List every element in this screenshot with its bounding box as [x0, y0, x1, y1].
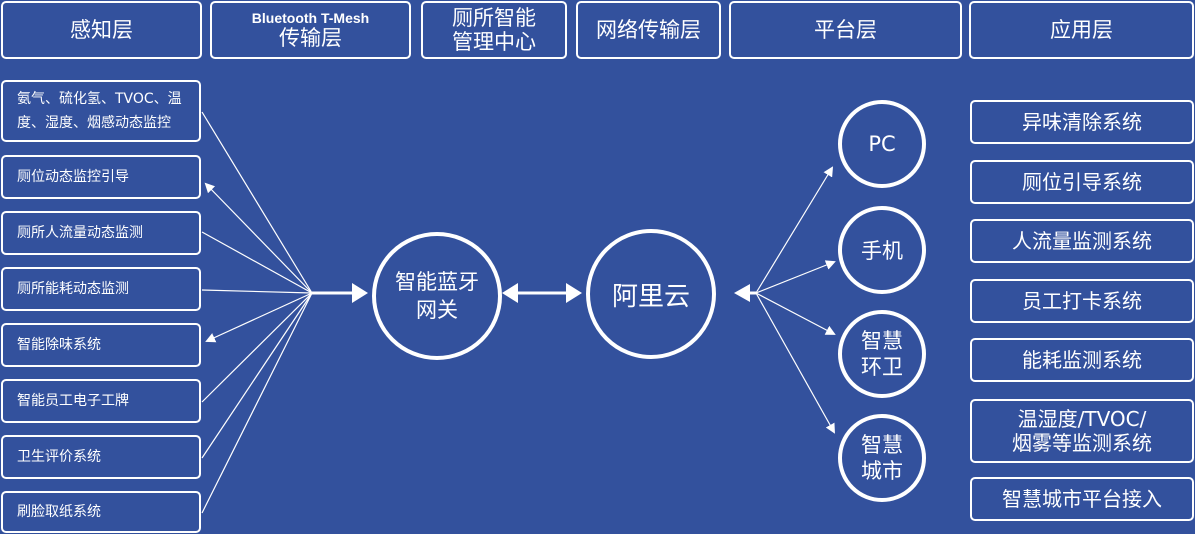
arrow-to-cloud-head [734, 284, 750, 302]
platform-sanitation-circle: 智慧 环卫 [838, 310, 926, 398]
sensor-text: 智能除味系统 [17, 337, 101, 353]
link-sensor-3 [201, 231, 313, 294]
sensor-text-line2: 度、湿度、烟感动态监控 [17, 115, 171, 131]
header-network-layer: 网络传输层 [576, 1, 721, 59]
sensor-text: 厕所能耗动态监测 [17, 281, 129, 297]
link-sensor-1 [201, 111, 313, 294]
link-sensor-7 [201, 292, 313, 459]
sensor-box-hygiene-rating: 卫生评价系统 [1, 435, 201, 479]
sensor-box-staff-badge: 智能员工电子工牌 [1, 379, 201, 423]
sensor-text: 智能员工电子工牌 [17, 393, 129, 409]
link-platform-pc [755, 166, 834, 294]
cloud-label: 阿里云 [611, 281, 690, 312]
link-platform-sanitation [755, 292, 836, 335]
app-text: 能耗监测系统 [1022, 348, 1142, 372]
header-perception-label: 感知层 [70, 18, 133, 42]
platform-city-label: 智慧 城市 [861, 433, 903, 483]
sensor-box-energy: 厕所能耗动态监测 [1, 267, 201, 311]
app-box-people-flow: 人流量监测系统 [970, 219, 1194, 263]
sensor-box-odor-removal: 智能除味系统 [1, 323, 201, 367]
app-box-odor-removal: 异味清除系统 [970, 100, 1194, 144]
header-network-label: 网络传输层 [596, 18, 701, 42]
platform-phone-label: 手机 [861, 239, 903, 263]
platform-sanitation-label: 智慧 环卫 [861, 329, 903, 379]
link-platform-phone [755, 260, 836, 294]
header-application-layer: 应用层 [969, 1, 1194, 59]
header-perception-layer: 感知层 [1, 1, 202, 59]
app-text: 厕位引导系统 [1022, 170, 1142, 194]
app-text: 异味清除系统 [1022, 110, 1142, 134]
app-text: 人流量监测系统 [1012, 229, 1152, 253]
platform-phone-circle: 手机 [838, 206, 926, 294]
app-box-environment-monitoring: 温湿度/TVOC/ 烟雾等监测系统 [970, 399, 1194, 463]
sensor-box-stall-guidance: 厕位动态监控引导 [1, 155, 201, 199]
header-toilet-line1: 厕所智能 [452, 6, 536, 30]
header-platform-label: 平台层 [814, 18, 877, 42]
gateway-label: 智能蓝牙 网关 [395, 270, 479, 322]
header-bluetooth-label: Bluetooth T-Mesh [251, 10, 370, 26]
sensor-text-line1: 氨气、硫化氢、TVOC、温 [17, 91, 182, 107]
link-sensor-2 [204, 182, 313, 294]
header-bluetooth-transport-layer: Bluetooth T-Mesh 传输层 [210, 1, 411, 59]
link-sensor-4 [201, 289, 313, 294]
app-text: 智慧城市平台接入 [1002, 487, 1162, 511]
platform-city-circle: 智慧 城市 [838, 414, 926, 502]
header-application-label: 应用层 [1050, 18, 1113, 42]
sensor-box-gas-monitoring: 氨气、硫化氢、TVOC、温 度、湿度、烟感动态监控 [1, 80, 201, 142]
sensor-box-face-paper: 刷脸取纸系统 [1, 491, 201, 533]
app-text-line2: 烟雾等监测系统 [1012, 431, 1152, 455]
sensor-text: 刷脸取纸系统 [17, 504, 101, 520]
app-box-energy: 能耗监测系统 [970, 338, 1194, 382]
arrow-gateway-cloud-left [502, 283, 518, 303]
link-sensor-6 [201, 292, 313, 403]
sensor-text: 卫生评价系统 [17, 449, 101, 465]
arrow-gateway-cloud-right [566, 283, 582, 303]
header-transport-label: 传输层 [279, 26, 342, 50]
link-sensor-5 [205, 292, 313, 343]
platform-pc-circle: PC [838, 100, 926, 188]
app-box-smart-city-access: 智慧城市平台接入 [970, 477, 1194, 521]
header-platform-layer: 平台层 [729, 1, 962, 59]
sensor-text: 厕所人流量动态监测 [17, 225, 143, 241]
sensor-text: 厕位动态监控引导 [17, 169, 129, 185]
gateway-circle: 智能蓝牙 网关 [372, 232, 502, 360]
header-toilet-management-center: 厕所智能 管理中心 [421, 1, 567, 59]
arrow-to-gateway-head [352, 283, 368, 303]
app-text: 员工打卡系统 [1022, 289, 1142, 313]
cloud-circle: 阿里云 [586, 229, 716, 359]
platform-pc-label: PC [868, 132, 896, 156]
header-toilet-line2: 管理中心 [452, 30, 536, 54]
link-sensor-8 [201, 292, 313, 514]
app-box-stall-guidance: 厕位引导系统 [970, 160, 1194, 204]
app-text-line1: 温湿度/TVOC/ [1017, 407, 1147, 431]
app-box-staff-attendance: 员工打卡系统 [970, 279, 1194, 323]
link-platform-city [755, 292, 835, 434]
sensor-box-people-flow: 厕所人流量动态监测 [1, 211, 201, 255]
